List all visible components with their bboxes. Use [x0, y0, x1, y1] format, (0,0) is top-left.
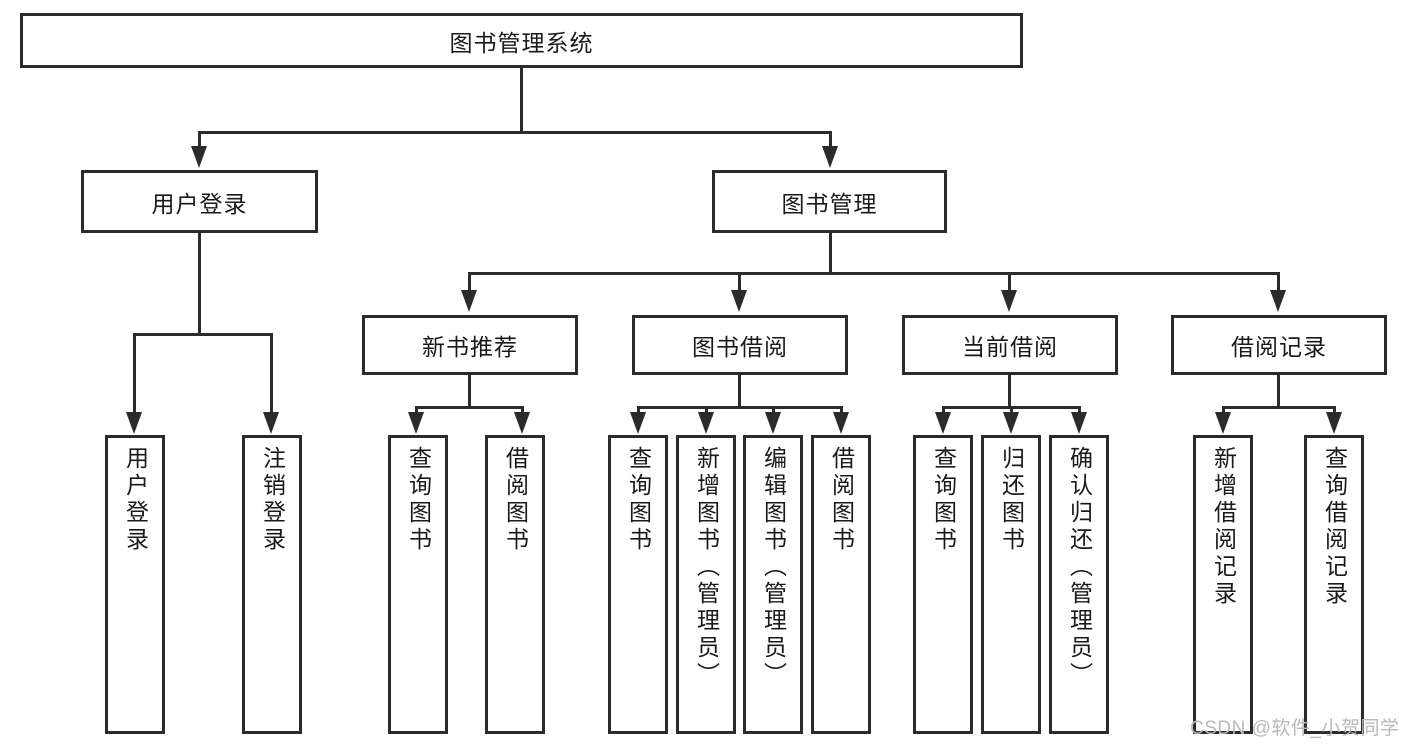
node-label: 用户登录 — [122, 446, 149, 554]
arrow-root-to-book-management — [822, 146, 838, 168]
arrow-nbr-leaf1 — [408, 412, 424, 434]
edge-br-stem — [1277, 375, 1280, 409]
edge-bb-leaf3 — [772, 406, 775, 416]
edge-cb-stem — [1008, 375, 1011, 409]
node-label: 新书推荐 — [422, 334, 518, 360]
edge-user-login-leaf2 — [270, 333, 273, 415]
edge-book-management-bar — [468, 272, 1280, 275]
edge-root-stem — [520, 68, 523, 133]
edge-cb-leaf2 — [1010, 406, 1013, 416]
arrow-bb-leaf1 — [630, 412, 646, 434]
node-leaf-logout[interactable]: 注销登录 — [242, 435, 302, 734]
arrow-user-login-leaf2 — [263, 412, 279, 434]
node-user-login[interactable]: 用户登录 — [81, 170, 318, 233]
edge-cb-leaf1 — [942, 406, 945, 416]
node-label: 查询图书 — [405, 446, 432, 554]
node-label: 借阅记录 — [1231, 334, 1327, 360]
edge-bb-leaf2 — [705, 406, 708, 416]
edge-root-to-user-login — [198, 131, 201, 151]
edge-user-login-bar — [133, 333, 272, 336]
node-label: 图书管理系统 — [449, 29, 594, 56]
edge-user-login-stem — [198, 233, 201, 336]
arrow-root-to-user-login — [191, 146, 207, 168]
node-leaf-return-book[interactable]: 归还图书 — [981, 435, 1041, 734]
edge-bm-to-new-book — [468, 272, 471, 295]
edge-root-to-book-management — [829, 131, 832, 151]
edge-bb-leaf1 — [637, 406, 640, 416]
node-label: 注销登录 — [259, 446, 286, 554]
node-label: 编辑图书（管理员） — [760, 446, 787, 689]
node-leaf-add-book-admin[interactable]: 新增图书（管理员） — [676, 435, 736, 734]
node-label: 查询图书 — [625, 446, 652, 554]
node-current-borrow[interactable]: 当前借阅 — [902, 315, 1118, 375]
arrow-bb-leaf4 — [833, 412, 849, 434]
edge-nbr-bar — [415, 406, 524, 409]
node-label: 确认归还（管理员） — [1066, 446, 1093, 689]
node-leaf-edit-book-admin[interactable]: 编辑图书（管理员） — [743, 435, 803, 734]
node-leaf-add-borrow-record[interactable]: 新增借阅记录 — [1193, 435, 1253, 734]
node-label: 借阅图书 — [502, 446, 529, 554]
edge-bm-to-book-borrow — [738, 272, 741, 295]
edge-nbr-leaf2 — [521, 406, 524, 416]
node-label: 图书管理 — [781, 190, 878, 217]
edge-nbr-leaf1 — [415, 406, 418, 416]
edge-user-login-leaf1 — [133, 333, 136, 415]
arrow-bm-to-current-borrow — [1001, 290, 1017, 312]
node-borrow-record[interactable]: 借阅记录 — [1171, 315, 1387, 375]
arrow-user-login-leaf1 — [126, 412, 142, 434]
node-label: 新增图书（管理员） — [693, 446, 720, 689]
edge-bb-leaf4 — [840, 406, 843, 416]
arrow-cb-leaf2 — [1003, 412, 1019, 434]
node-leaf-borrow-book-bb[interactable]: 借阅图书 — [811, 435, 871, 734]
edge-nbr-stem — [468, 375, 471, 409]
arrow-cb-leaf1 — [935, 412, 951, 434]
arrow-bb-leaf3 — [765, 412, 781, 434]
edge-br-bar — [1222, 406, 1336, 409]
edge-br-leaf2 — [1333, 406, 1336, 416]
edge-bb-stem — [738, 375, 741, 409]
arrow-br-leaf2 — [1326, 412, 1342, 434]
arrow-cb-leaf3 — [1071, 412, 1087, 434]
node-leaf-borrow-book-nbr[interactable]: 借阅图书 — [485, 435, 545, 734]
node-leaf-user-login[interactable]: 用户登录 — [105, 435, 165, 734]
edge-br-leaf1 — [1222, 406, 1225, 416]
arrow-bm-to-new-book — [461, 290, 477, 312]
csdn-watermark: CSDN @软件_小贺同学 — [1190, 718, 1400, 739]
arrow-br-leaf1 — [1215, 412, 1231, 434]
node-label: 归还图书 — [998, 446, 1025, 554]
node-label: 图书借阅 — [692, 334, 788, 360]
arrow-bm-to-book-borrow — [731, 290, 747, 312]
arrow-bm-to-borrow-record — [1270, 290, 1286, 312]
arrow-bb-leaf2 — [698, 412, 714, 434]
node-leaf-query-borrow-record[interactable]: 查询借阅记录 — [1304, 435, 1364, 734]
node-label: 当前借阅 — [962, 334, 1058, 360]
node-leaf-query-book-nbr[interactable]: 查询图书 — [388, 435, 448, 734]
node-leaf-confirm-return-admin[interactable]: 确认归还（管理员） — [1049, 435, 1109, 734]
edge-root-bar — [198, 131, 832, 134]
edge-book-management-stem — [829, 233, 832, 275]
node-book-management[interactable]: 图书管理 — [712, 170, 947, 233]
node-label: 借阅图书 — [828, 446, 855, 554]
arrow-nbr-leaf2 — [514, 412, 530, 434]
node-root-book-management-system[interactable]: 图书管理系统 — [20, 13, 1023, 68]
node-label: 用户登录 — [151, 190, 248, 217]
edge-bb-bar — [637, 406, 843, 409]
edge-bm-to-borrow-record — [1277, 272, 1280, 295]
node-leaf-query-book-cb[interactable]: 查询图书 — [913, 435, 973, 734]
edge-bm-to-current-borrow — [1008, 272, 1011, 295]
node-label: 新增借阅记录 — [1210, 446, 1237, 608]
node-new-book-recommend[interactable]: 新书推荐 — [362, 315, 578, 375]
node-book-borrow[interactable]: 图书借阅 — [632, 315, 848, 375]
edge-cb-leaf3 — [1078, 406, 1081, 416]
node-label: 查询借阅记录 — [1321, 446, 1348, 608]
node-label: 查询图书 — [930, 446, 957, 554]
node-leaf-query-book-bb[interactable]: 查询图书 — [608, 435, 668, 734]
